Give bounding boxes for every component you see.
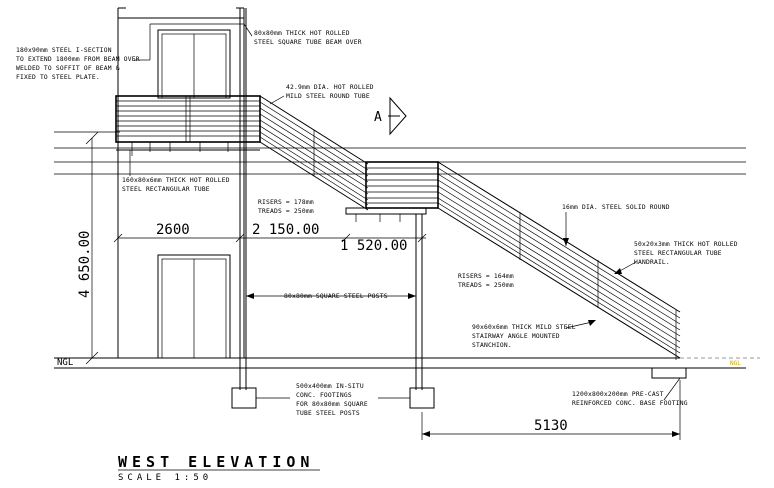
svg-text:RISERS = 164mm: RISERS = 164mm bbox=[458, 273, 514, 280]
svg-text:STEEL RECTANGULAR TUBE: STEEL RECTANGULAR TUBE bbox=[122, 186, 210, 193]
svg-text:STANCHION.: STANCHION. bbox=[472, 342, 512, 349]
dimension-label-1520: 1 520.00 bbox=[340, 238, 407, 254]
dimension-label-2150: 2 150.00 bbox=[252, 222, 319, 238]
lower-door bbox=[157, 254, 231, 359]
note-risers-upper: RISERS = 178mm TREADS = 250mm bbox=[258, 199, 314, 215]
dimension-label-2600: 2600 bbox=[156, 222, 190, 238]
note-footings: 500x400mm IN-SITU CONC. FOOTINGS FOR 80x… bbox=[296, 383, 368, 417]
drawing-scale: SCALE 1:50 bbox=[118, 473, 212, 483]
upper-door bbox=[157, 29, 231, 99]
svg-text:16mm DIA. STEEL SOLID ROUND: 16mm DIA. STEEL SOLID ROUND bbox=[562, 204, 670, 211]
ngl-label-left: NGL bbox=[57, 358, 73, 368]
svg-text:1200x800x200mm PRE-CAST: 1200x800x200mm PRE-CAST bbox=[572, 391, 664, 398]
svg-text:80x80mm SQUARE STEEL POSTS: 80x80mm SQUARE STEEL POSTS bbox=[284, 293, 388, 300]
upper-stair-flight bbox=[259, 95, 369, 211]
note-precast: 1200x800x200mm PRE-CAST REINFORCED CONC.… bbox=[572, 391, 688, 407]
precast-base-footing bbox=[651, 367, 687, 379]
lower-stair-flight bbox=[437, 161, 681, 360]
note-i-section: 180x90mm STEEL I-SECTION TO EXTEND 1800m… bbox=[16, 47, 140, 81]
note-square-tube-beam: 80x80mm THICK HOT ROLLED STEEL SQUARE TU… bbox=[254, 30, 362, 46]
note-risers-lower: RISERS = 164mm TREADS = 250mm bbox=[458, 273, 514, 289]
mid-landing bbox=[345, 161, 439, 222]
note-angle-stanchion: 90x60x6mm THICK MILD STEEL STAIRWAY ANGL… bbox=[472, 324, 576, 349]
svg-text:STAIRWAY ANGLE MOUNTED: STAIRWAY ANGLE MOUNTED bbox=[472, 333, 560, 340]
svg-text:FIXED TO STEEL PLATE.: FIXED TO STEEL PLATE. bbox=[16, 74, 100, 81]
svg-text:80x80mm THICK HOT ROLLED: 80x80mm THICK HOT ROLLED bbox=[254, 30, 350, 37]
dimension-4650 bbox=[85, 131, 99, 365]
svg-text:160x80x6mm THICK HOT ROLLED: 160x80x6mm THICK HOT ROLLED bbox=[122, 177, 230, 184]
svg-text:STEEL SQUARE TUBE BEAM OVER: STEEL SQUARE TUBE BEAM OVER bbox=[254, 39, 362, 46]
svg-text:TREADS = 250mm: TREADS = 250mm bbox=[458, 282, 514, 289]
dimension-5130 bbox=[421, 380, 681, 440]
footing-left bbox=[231, 387, 257, 409]
drawing-title: WEST ELEVATION bbox=[118, 453, 314, 471]
note-rect-tube: 160x80x6mm THICK HOT ROLLED STEEL RECTAN… bbox=[122, 177, 230, 193]
section-marker bbox=[388, 96, 407, 136]
svg-text:90x60x6mm THICK MILD STEEL: 90x60x6mm THICK MILD STEEL bbox=[472, 324, 576, 331]
svg-text:TO EXTEND 1800mm FROM BEAM OVE: TO EXTEND 1800mm FROM BEAM OVER bbox=[16, 56, 140, 63]
svg-text:REINFORCED CONC. BASE FOOTING: REINFORCED CONC. BASE FOOTING bbox=[572, 400, 688, 407]
svg-text:CONC. FOOTINGS: CONC. FOOTINGS bbox=[296, 392, 352, 399]
upper-landing bbox=[115, 95, 261, 156]
ngl-label-right: NGL bbox=[730, 360, 741, 367]
svg-text:HANDRAIL.: HANDRAIL. bbox=[634, 259, 670, 266]
note-leaders bbox=[129, 23, 681, 401]
svg-text:FOR 80x80mm SQUARE: FOR 80x80mm SQUARE bbox=[296, 401, 368, 408]
dimension-row-top bbox=[113, 233, 427, 243]
svg-text:180x90mm STEEL I-SECTION: 180x90mm STEEL I-SECTION bbox=[16, 47, 112, 54]
dimension-label-5130: 5130 bbox=[534, 418, 568, 434]
svg-text:MILD STEEL ROUND TUBE: MILD STEEL ROUND TUBE bbox=[286, 93, 370, 100]
section-marker-label: A bbox=[374, 110, 382, 125]
svg-text:WELDED TO SOFFIT OF BEAM &: WELDED TO SOFFIT OF BEAM & bbox=[16, 65, 120, 72]
note-square-posts: 80x80mm SQUARE STEEL POSTS bbox=[284, 293, 388, 300]
note-round-tube: 42.9mm DIA. HOT ROLLED MILD STEEL ROUND … bbox=[286, 84, 374, 100]
dimension-label-4650: 4 650.00 bbox=[77, 231, 93, 298]
note-handrail: 50x20x3mm THICK HOT ROLLED STEEL RECTANG… bbox=[634, 241, 738, 266]
note-solid-round: 16mm DIA. STEEL SOLID ROUND bbox=[562, 204, 670, 211]
svg-text:42.9mm DIA. HOT ROLLED: 42.9mm DIA. HOT ROLLED bbox=[286, 84, 374, 91]
footing-right bbox=[409, 387, 435, 409]
svg-text:500x400mm IN-SITU: 500x400mm IN-SITU bbox=[296, 383, 364, 390]
svg-text:TREADS = 250mm: TREADS = 250mm bbox=[258, 208, 314, 215]
posts-dimension-arrow bbox=[246, 293, 416, 299]
square-steel-posts bbox=[415, 214, 423, 390]
svg-text:RISERS = 178mm: RISERS = 178mm bbox=[258, 199, 314, 206]
svg-text:STEEL RECTANGULAR TUBE: STEEL RECTANGULAR TUBE bbox=[634, 250, 722, 257]
svg-text:TUBE STEEL POSTS: TUBE STEEL POSTS bbox=[296, 410, 360, 417]
svg-text:50x20x3mm THICK HOT ROLLED: 50x20x3mm THICK HOT ROLLED bbox=[634, 241, 738, 248]
